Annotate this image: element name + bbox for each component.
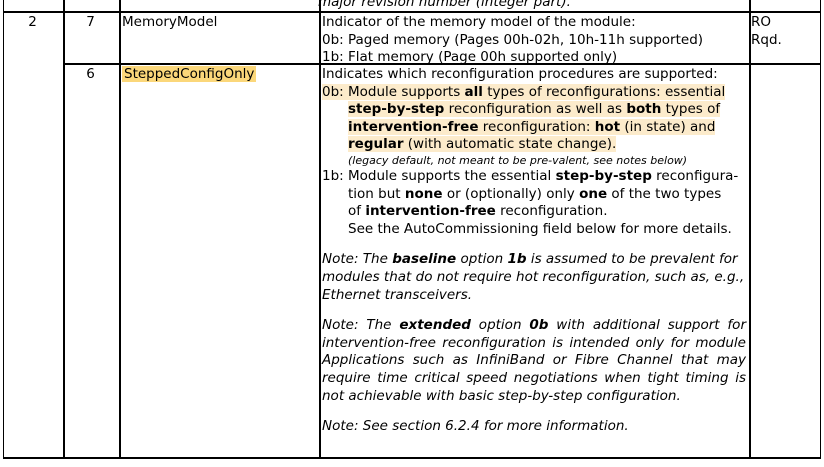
paragraph-spacer xyxy=(322,304,746,317)
type-access: RO xyxy=(751,14,772,30)
table-cell-bit-6: 6 xyxy=(63,66,118,84)
bit-value: 6 xyxy=(86,66,95,82)
note-section-ref: Note: See section 6.2.4 for more informa… xyxy=(322,418,629,435)
note-extended: Note: The extended option 0b with additi… xyxy=(322,317,746,404)
row-divider-top xyxy=(3,11,821,13)
option-line: step-by-step reconfiguration as well as … xyxy=(322,101,746,119)
option-line: regular (with automatic state change). xyxy=(322,136,746,154)
table-cell-byte-2: 2 xyxy=(3,14,62,32)
column-divider-byte-bit xyxy=(63,0,65,459)
column-divider-description-type xyxy=(749,0,751,459)
description-line: 0b: Paged memory (Pages 00h-02h, 10h-11h… xyxy=(322,31,704,48)
option-line: See the AutoCommissioning field below fo… xyxy=(348,220,732,237)
description-line: Indicator of the memory model of the mod… xyxy=(322,14,636,30)
table-cell-field-name-memorymodel: MemoryModel xyxy=(122,14,316,32)
byte-value: 2 xyxy=(28,14,37,30)
option-line: 0b: Module supports all types of reconfi… xyxy=(322,83,746,102)
table-bottom-border xyxy=(3,457,821,459)
option-1b-block: 1b: Module supports the essential step-b… xyxy=(322,168,746,238)
table-cell-description-memorymodel: Indicator of the memory model of the mod… xyxy=(322,14,746,67)
option-line: intervention-free reconfiguration: hot (… xyxy=(322,118,746,137)
field-name-label-highlighted: SteppedConfigOnly xyxy=(122,66,257,82)
highlight-span: intervention-free reconfiguration: hot (… xyxy=(348,118,716,135)
table-cell-description-steppedconfigonly: Indicates which reconfiguration procedur… xyxy=(322,66,746,436)
clipped-top-row-text: major revision number (integer part). xyxy=(318,0,571,10)
clipped-top-row-description: major revision number (integer part). xyxy=(318,0,746,12)
table-cell-type-memorymodel: RO Rqd. xyxy=(751,14,819,49)
highlight-span: regular (with automatic state change). xyxy=(348,136,617,153)
note-baseline: Note: The baseline option 1b is assumed … xyxy=(322,251,745,303)
paragraph-spacer xyxy=(322,405,746,418)
register-table xyxy=(3,0,821,459)
description-intro: Indicates which reconfiguration procedur… xyxy=(322,66,718,82)
type-requirement: Rqd. xyxy=(751,31,782,48)
column-divider-bit-name xyxy=(119,0,121,459)
option-line: of intervention-free reconfiguration. xyxy=(348,203,608,220)
table-cell-bit-7: 7 xyxy=(63,14,118,32)
paragraph-spacer xyxy=(322,238,746,251)
option-0b-block: 0b: Module supports all types of reconfi… xyxy=(322,83,746,154)
option-0b-footnote: (legacy default, not meant to be pre-val… xyxy=(348,153,688,167)
row-divider-memorymodel-steppedconfig xyxy=(63,63,821,65)
option-line: 1b: Module supports the essential step-b… xyxy=(322,167,739,184)
column-divider-name-description xyxy=(319,0,321,459)
field-name-label: MemoryModel xyxy=(122,14,218,30)
highlight-span: step-by-step reconfiguration as well as … xyxy=(348,101,721,118)
bit-value: 7 xyxy=(86,14,95,30)
table-cell-field-name-steppedconfigonly: SteppedConfigOnly xyxy=(122,66,316,84)
option-line: tion but none or (optionally) only one o… xyxy=(348,185,722,202)
highlight-span: 0b: Module supports all types of reconfi… xyxy=(322,83,726,100)
description-line: 1b: Flat memory (Page 00h supported only… xyxy=(322,49,618,66)
